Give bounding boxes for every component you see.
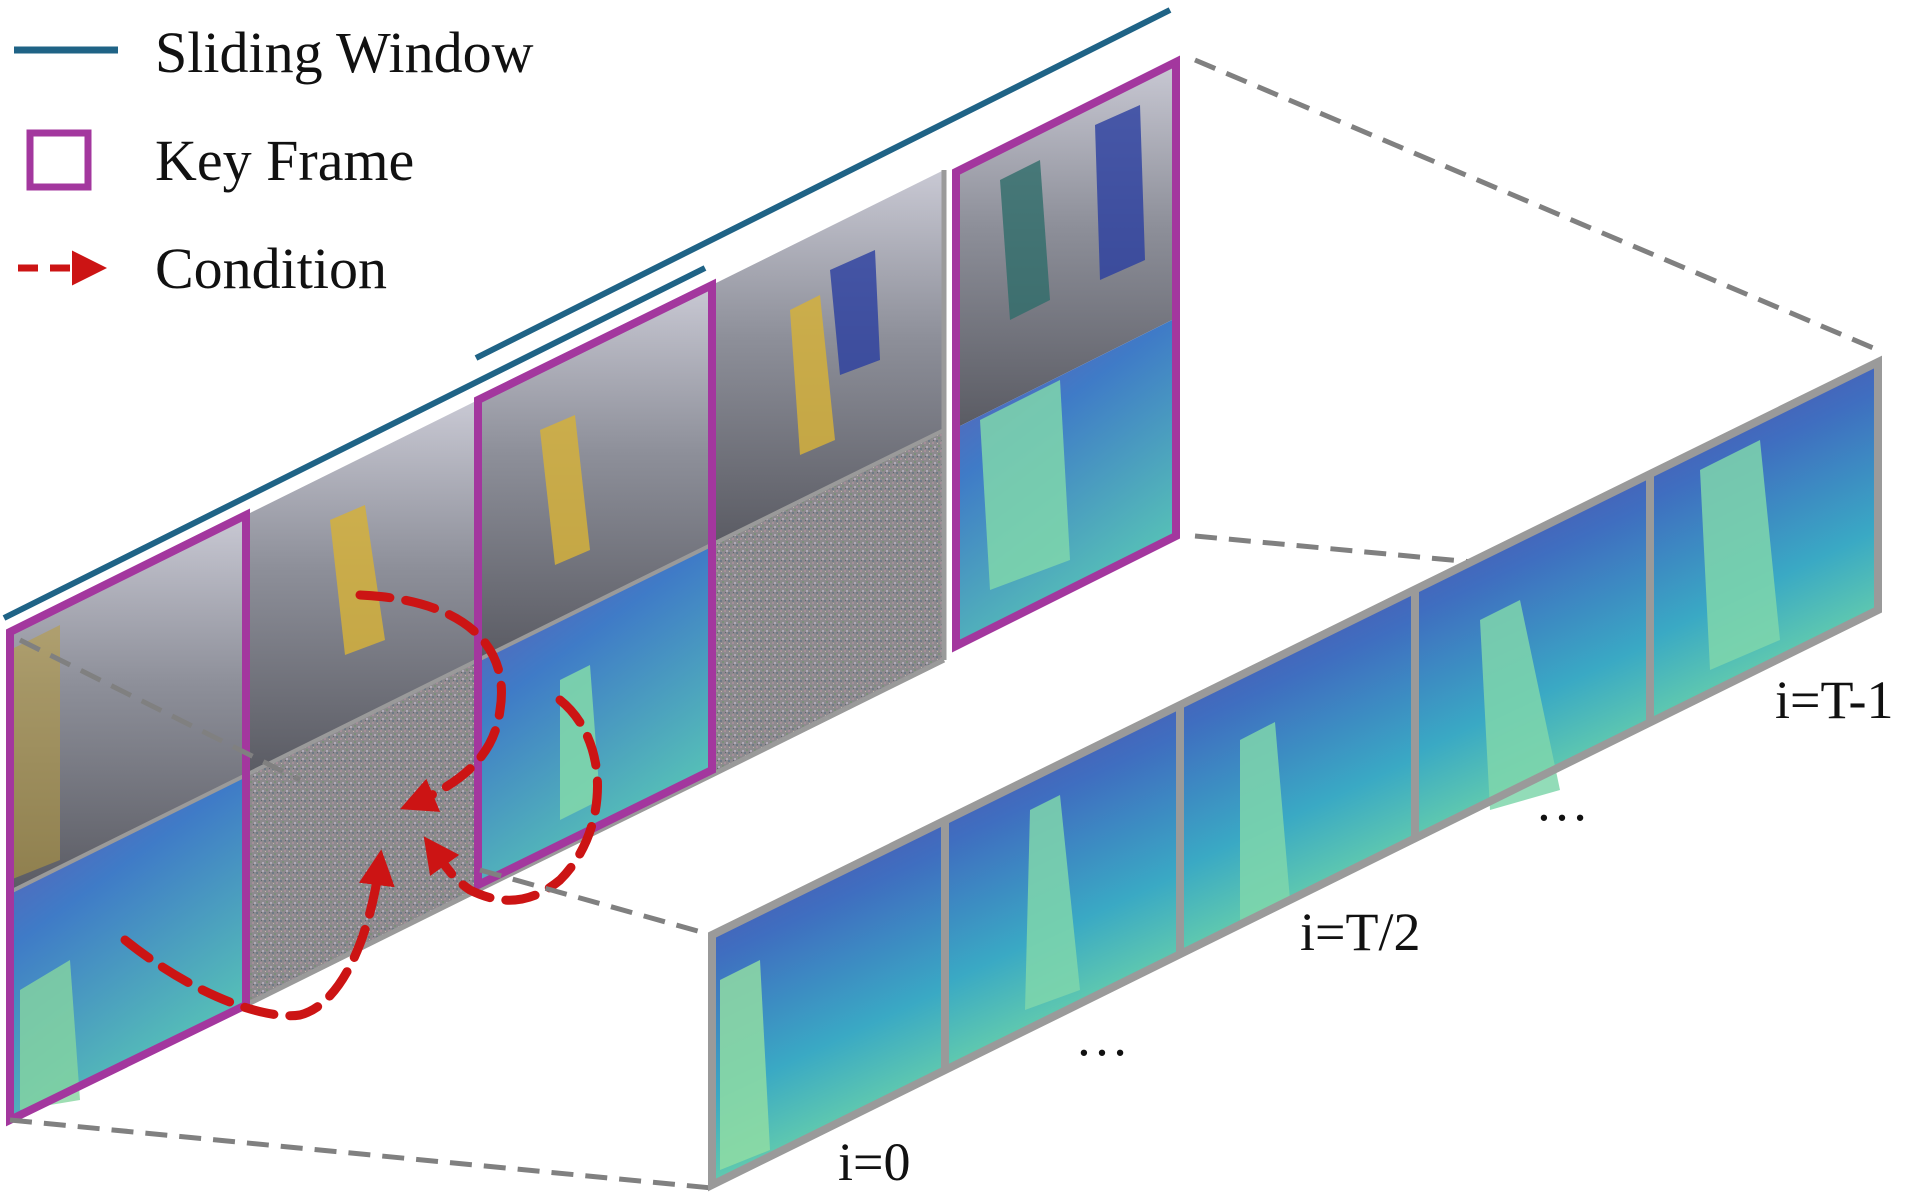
connector-bottom xyxy=(9,1117,713,1191)
key-frame-border-3 xyxy=(952,55,1180,653)
sliding-window-line-1 xyxy=(2,265,707,621)
condition-arrow-left xyxy=(120,849,395,1021)
legend: Sliding Window Key Frame Condition xyxy=(14,20,534,301)
top-frame-4 xyxy=(712,170,944,775)
top-frame-1 xyxy=(10,515,246,1120)
bottom-strip xyxy=(708,355,1882,1192)
ellipsis-lower: … xyxy=(1075,1007,1129,1067)
condition-arrow-top xyxy=(355,590,506,812)
bottom-frame-1 xyxy=(712,820,945,1185)
key-frame-border-2 xyxy=(474,278,716,892)
key-frame-legend-swatch xyxy=(26,129,92,191)
label-i-half: i=T/2 xyxy=(1300,902,1420,962)
top-frame-2 xyxy=(246,400,478,1005)
condition-legend-label: Condition xyxy=(155,236,387,301)
sliding-window-line-2 xyxy=(474,7,1172,361)
condition-arrow-right xyxy=(423,695,602,905)
sliding-window-legend-label: Sliding Window xyxy=(155,20,534,85)
label-i-last: i=T-1 xyxy=(1775,670,1893,730)
ellipsis-upper: … xyxy=(1535,772,1589,832)
connector-top xyxy=(1194,57,1879,353)
connector-diag xyxy=(18,637,302,783)
key-frame-legend-label: Key Frame xyxy=(155,128,414,193)
label-i-zero: i=0 xyxy=(838,1132,910,1192)
top-frame-5 xyxy=(956,62,1176,646)
condition-arrows xyxy=(120,590,602,1021)
connector-lower xyxy=(479,867,713,938)
